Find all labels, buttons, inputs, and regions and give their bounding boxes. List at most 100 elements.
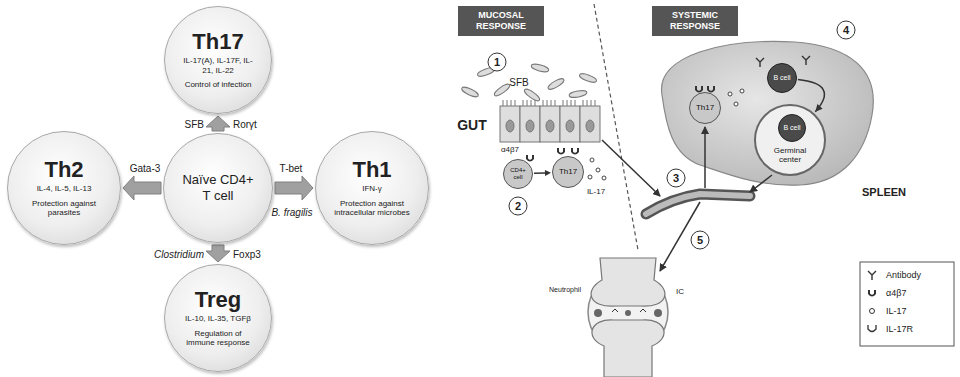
node-text: Th1 — [331, 158, 413, 181]
legend-row: α4β7 — [864, 284, 952, 302]
cd4-cell: CD4+ cell — [503, 159, 533, 189]
organ-label: GUT — [457, 118, 487, 133]
callout-number: 1 — [494, 56, 500, 68]
treg-circle: TregIL-10, IL-35, TGFβRegulation of immu… — [164, 264, 272, 372]
node-text: Naïve CD4+ T cell — [180, 172, 256, 203]
th1-circle: Th1IFN-γProtection against intracellular… — [315, 131, 429, 245]
node-text: IL-4, IL-5, IL-13 — [24, 184, 104, 194]
b-cell: B cell — [778, 114, 806, 142]
b-cell: B cell — [767, 63, 797, 93]
block-arrow-shape — [275, 176, 313, 200]
node-text-group: MUCOSAL RESPONSE — [464, 10, 538, 32]
legend-row: IL-17 — [864, 302, 952, 320]
legend-symbol — [864, 305, 880, 317]
sfb-bacteria — [461, 63, 598, 103]
joint-illustration — [588, 258, 668, 377]
divider-line — [594, 4, 638, 250]
node-text-group: Th1IFN-γProtection against intracellular… — [331, 158, 413, 218]
node-text: MUCOSAL RESPONSE — [464, 10, 538, 32]
integrin-label: α4β7 — [501, 146, 519, 155]
node-text: Th2 — [24, 158, 104, 181]
node-text: Th17 — [559, 168, 577, 177]
block-arrow — [206, 116, 230, 131]
integrin-mark — [571, 148, 579, 155]
factor-label: Gata-3 — [130, 163, 161, 174]
th17-circle: Th17IL-17(A), IL-17F, IL-21, IL-22Contro… — [164, 6, 272, 114]
organ-label: SPLEEN — [862, 186, 906, 198]
block-arrow-shape — [206, 116, 230, 131]
legend-text: IL-17R — [886, 324, 913, 334]
node-text: Protection against intracellular microbe… — [331, 199, 413, 218]
node-text: Th17 — [696, 104, 714, 113]
callout-circles — [488, 21, 855, 249]
arrowhead — [815, 104, 822, 112]
th17-cell: Th17 — [552, 156, 584, 188]
node-text-group: TregIL-10, IL-35, TGFβRegulation of immu… — [181, 288, 255, 348]
spleen-organ — [662, 41, 874, 185]
legend-symbol — [864, 323, 880, 335]
block-arrow — [275, 176, 313, 200]
complex-label: IC — [676, 288, 684, 297]
arrow-connector — [534, 170, 551, 176]
node-text-group: SYSTEMIC RESPONSE — [658, 10, 732, 32]
node-text: IL-17(A), IL-17F, IL-21, IL-22 — [181, 56, 255, 75]
th2-circle: Th2IL-4, IL-5, IL-13Protection against p… — [7, 131, 121, 245]
antibody-symbol — [802, 56, 810, 65]
block-arrow-shape — [123, 176, 161, 200]
straight-line — [534, 172, 546, 174]
node-text-group: B cell — [773, 74, 790, 82]
factor-label: Rorγt — [233, 119, 257, 130]
node-text: IL-10, IL-35, TGFβ — [181, 314, 255, 324]
legend-row: Antibody — [864, 266, 952, 284]
arrowhead — [545, 170, 551, 176]
node-text: Control of infection — [181, 80, 255, 90]
node-text: B cell — [783, 124, 800, 132]
microbe-label: Clostridium — [154, 249, 204, 260]
antibody-symbol — [756, 58, 764, 67]
factor-label: Foxp3 — [233, 249, 261, 260]
callout-number: 3 — [673, 172, 679, 184]
node-text: Treg — [181, 288, 255, 311]
section-header: SYSTEMIC RESPONSE — [652, 6, 738, 36]
legend-text: α4β7 — [886, 288, 906, 298]
factor-label: T-bet — [280, 163, 303, 174]
node-text: Germinal center — [765, 147, 815, 165]
callout-number: 4 — [843, 24, 849, 36]
microbe-label: SFB — [509, 77, 528, 88]
node-text-group: Th17IL-17(A), IL-17F, IL-21, IL-22Contro… — [181, 30, 255, 90]
block-arrow-shape — [206, 245, 230, 262]
node-text-group: B cell — [783, 124, 800, 132]
integrin-mark — [557, 148, 565, 155]
node-text: Regulation of immune response — [181, 329, 255, 348]
node-text: SYSTEMIC RESPONSE — [658, 10, 732, 32]
legend-box — [860, 262, 954, 346]
node-text-group: Germinal center — [765, 147, 815, 165]
factor-label: SFB — [185, 119, 204, 130]
germinal-center: Germinal center B cell — [754, 104, 826, 176]
block-arrow — [123, 176, 161, 200]
node-text-group: Th17 — [696, 104, 714, 113]
node-text-group: Th17 — [559, 168, 577, 177]
legend-row: IL-17R — [864, 320, 952, 338]
node-text-group: CD4+ cell — [505, 167, 531, 180]
section-header: MUCOSAL RESPONSE — [458, 6, 544, 36]
callout-number: 5 — [697, 234, 703, 246]
node-text: Th17 — [181, 30, 255, 53]
legend: Antibody α4β7IL-17IL-17R — [864, 266, 952, 338]
legend-symbol — [864, 269, 880, 281]
il17-dots — [588, 158, 606, 180]
node-text: IFN-γ — [331, 184, 413, 194]
legend-text: Antibody — [886, 270, 921, 280]
legend-symbol — [864, 287, 880, 299]
node-text: CD4+ cell — [505, 167, 531, 180]
callout-number: 2 — [515, 200, 521, 212]
microbe-label: B. fragilis — [271, 207, 312, 218]
flow-arrows — [602, 127, 772, 271]
node-text: Protection against parasites — [24, 199, 104, 218]
il17-dots — [728, 89, 744, 106]
legend-text: IL-17 — [886, 306, 907, 316]
node-text-group: Naïve CD4+ T cell — [180, 172, 256, 203]
epithelium — [500, 100, 600, 142]
